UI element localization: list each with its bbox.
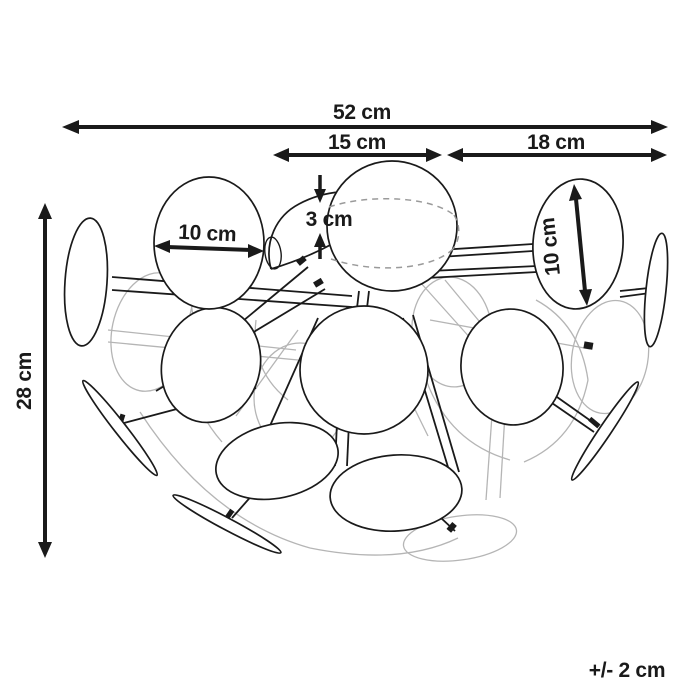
rod <box>356 290 360 309</box>
rod-tip <box>583 341 594 350</box>
disc-hidden-contour <box>328 197 460 269</box>
label-total-height: 28 cm <box>13 352 36 410</box>
arrowhead <box>154 240 170 253</box>
arrowhead <box>569 184 582 201</box>
dim-arrowheads <box>38 120 668 558</box>
label-canopy-height: 3 cm <box>306 208 353 231</box>
arrowhead <box>314 189 326 203</box>
disc-edge-on-bottom <box>172 494 282 554</box>
background-arc <box>309 537 459 556</box>
canopy-outline <box>270 242 335 270</box>
disc-right-edge-on <box>643 232 669 348</box>
arrowhead <box>651 148 667 162</box>
disc-right-large <box>532 178 624 310</box>
arrowhead <box>38 542 52 558</box>
disc-bottom-left <box>215 421 339 501</box>
disc-left-edge-on <box>63 217 109 347</box>
disc-edge-on-lower-right <box>570 381 640 481</box>
disc-mid-right <box>460 308 564 426</box>
label-disc-left-diameter: 10 cm <box>178 221 237 247</box>
disc-bottom-center <box>329 453 463 533</box>
rod <box>366 290 370 309</box>
rod-tip <box>313 277 324 288</box>
rod-back <box>499 412 506 499</box>
disc-edge-on-lower-left <box>81 379 159 477</box>
arrowhead <box>651 120 668 134</box>
rod <box>619 287 650 292</box>
disc-left-large <box>153 176 265 310</box>
dashed-arc <box>452 214 460 250</box>
rod-back <box>485 414 493 501</box>
arrowhead <box>426 148 442 162</box>
dimension-labels: 52 cm 15 cm 18 cm 3 cm 10 cm 10 cm 28 cm… <box>13 101 666 682</box>
disc-top-center <box>326 160 458 292</box>
background-arc <box>523 379 589 463</box>
canopy-outline <box>268 191 341 270</box>
tolerance-note: +/- 2 cm <box>589 659 665 682</box>
label-span-right: 18 cm <box>527 131 585 154</box>
dashed-arc <box>328 197 455 216</box>
rod-back <box>444 279 485 328</box>
disc-mid-left <box>160 306 262 424</box>
label-span-left: 15 cm <box>328 131 386 154</box>
hidden-disc-outline <box>570 299 650 415</box>
rod-back <box>419 281 473 341</box>
background-discs-layer <box>107 272 650 562</box>
dimension-annotations <box>38 120 668 558</box>
discs-layer <box>63 160 669 554</box>
dashed-arc <box>330 248 454 269</box>
disc-center-front <box>299 305 429 435</box>
dim-line-disc-right <box>574 198 587 292</box>
background-arc <box>139 411 311 549</box>
arrowhead <box>447 148 463 162</box>
rod-tip <box>588 416 601 429</box>
label-total-width: 52 cm <box>333 101 391 124</box>
arrowhead <box>579 289 592 306</box>
canopy-hub <box>264 236 282 270</box>
arrowhead <box>314 233 326 247</box>
rod-tip <box>446 522 457 533</box>
arrowhead <box>248 244 264 258</box>
background-arc <box>535 299 589 381</box>
arrowhead <box>38 203 52 219</box>
dim-line-disc-left <box>166 245 252 252</box>
arrowhead <box>62 120 79 134</box>
bottom-flat-disc <box>402 514 518 562</box>
ceiling-canopy <box>264 191 341 270</box>
arrowhead <box>273 148 289 162</box>
